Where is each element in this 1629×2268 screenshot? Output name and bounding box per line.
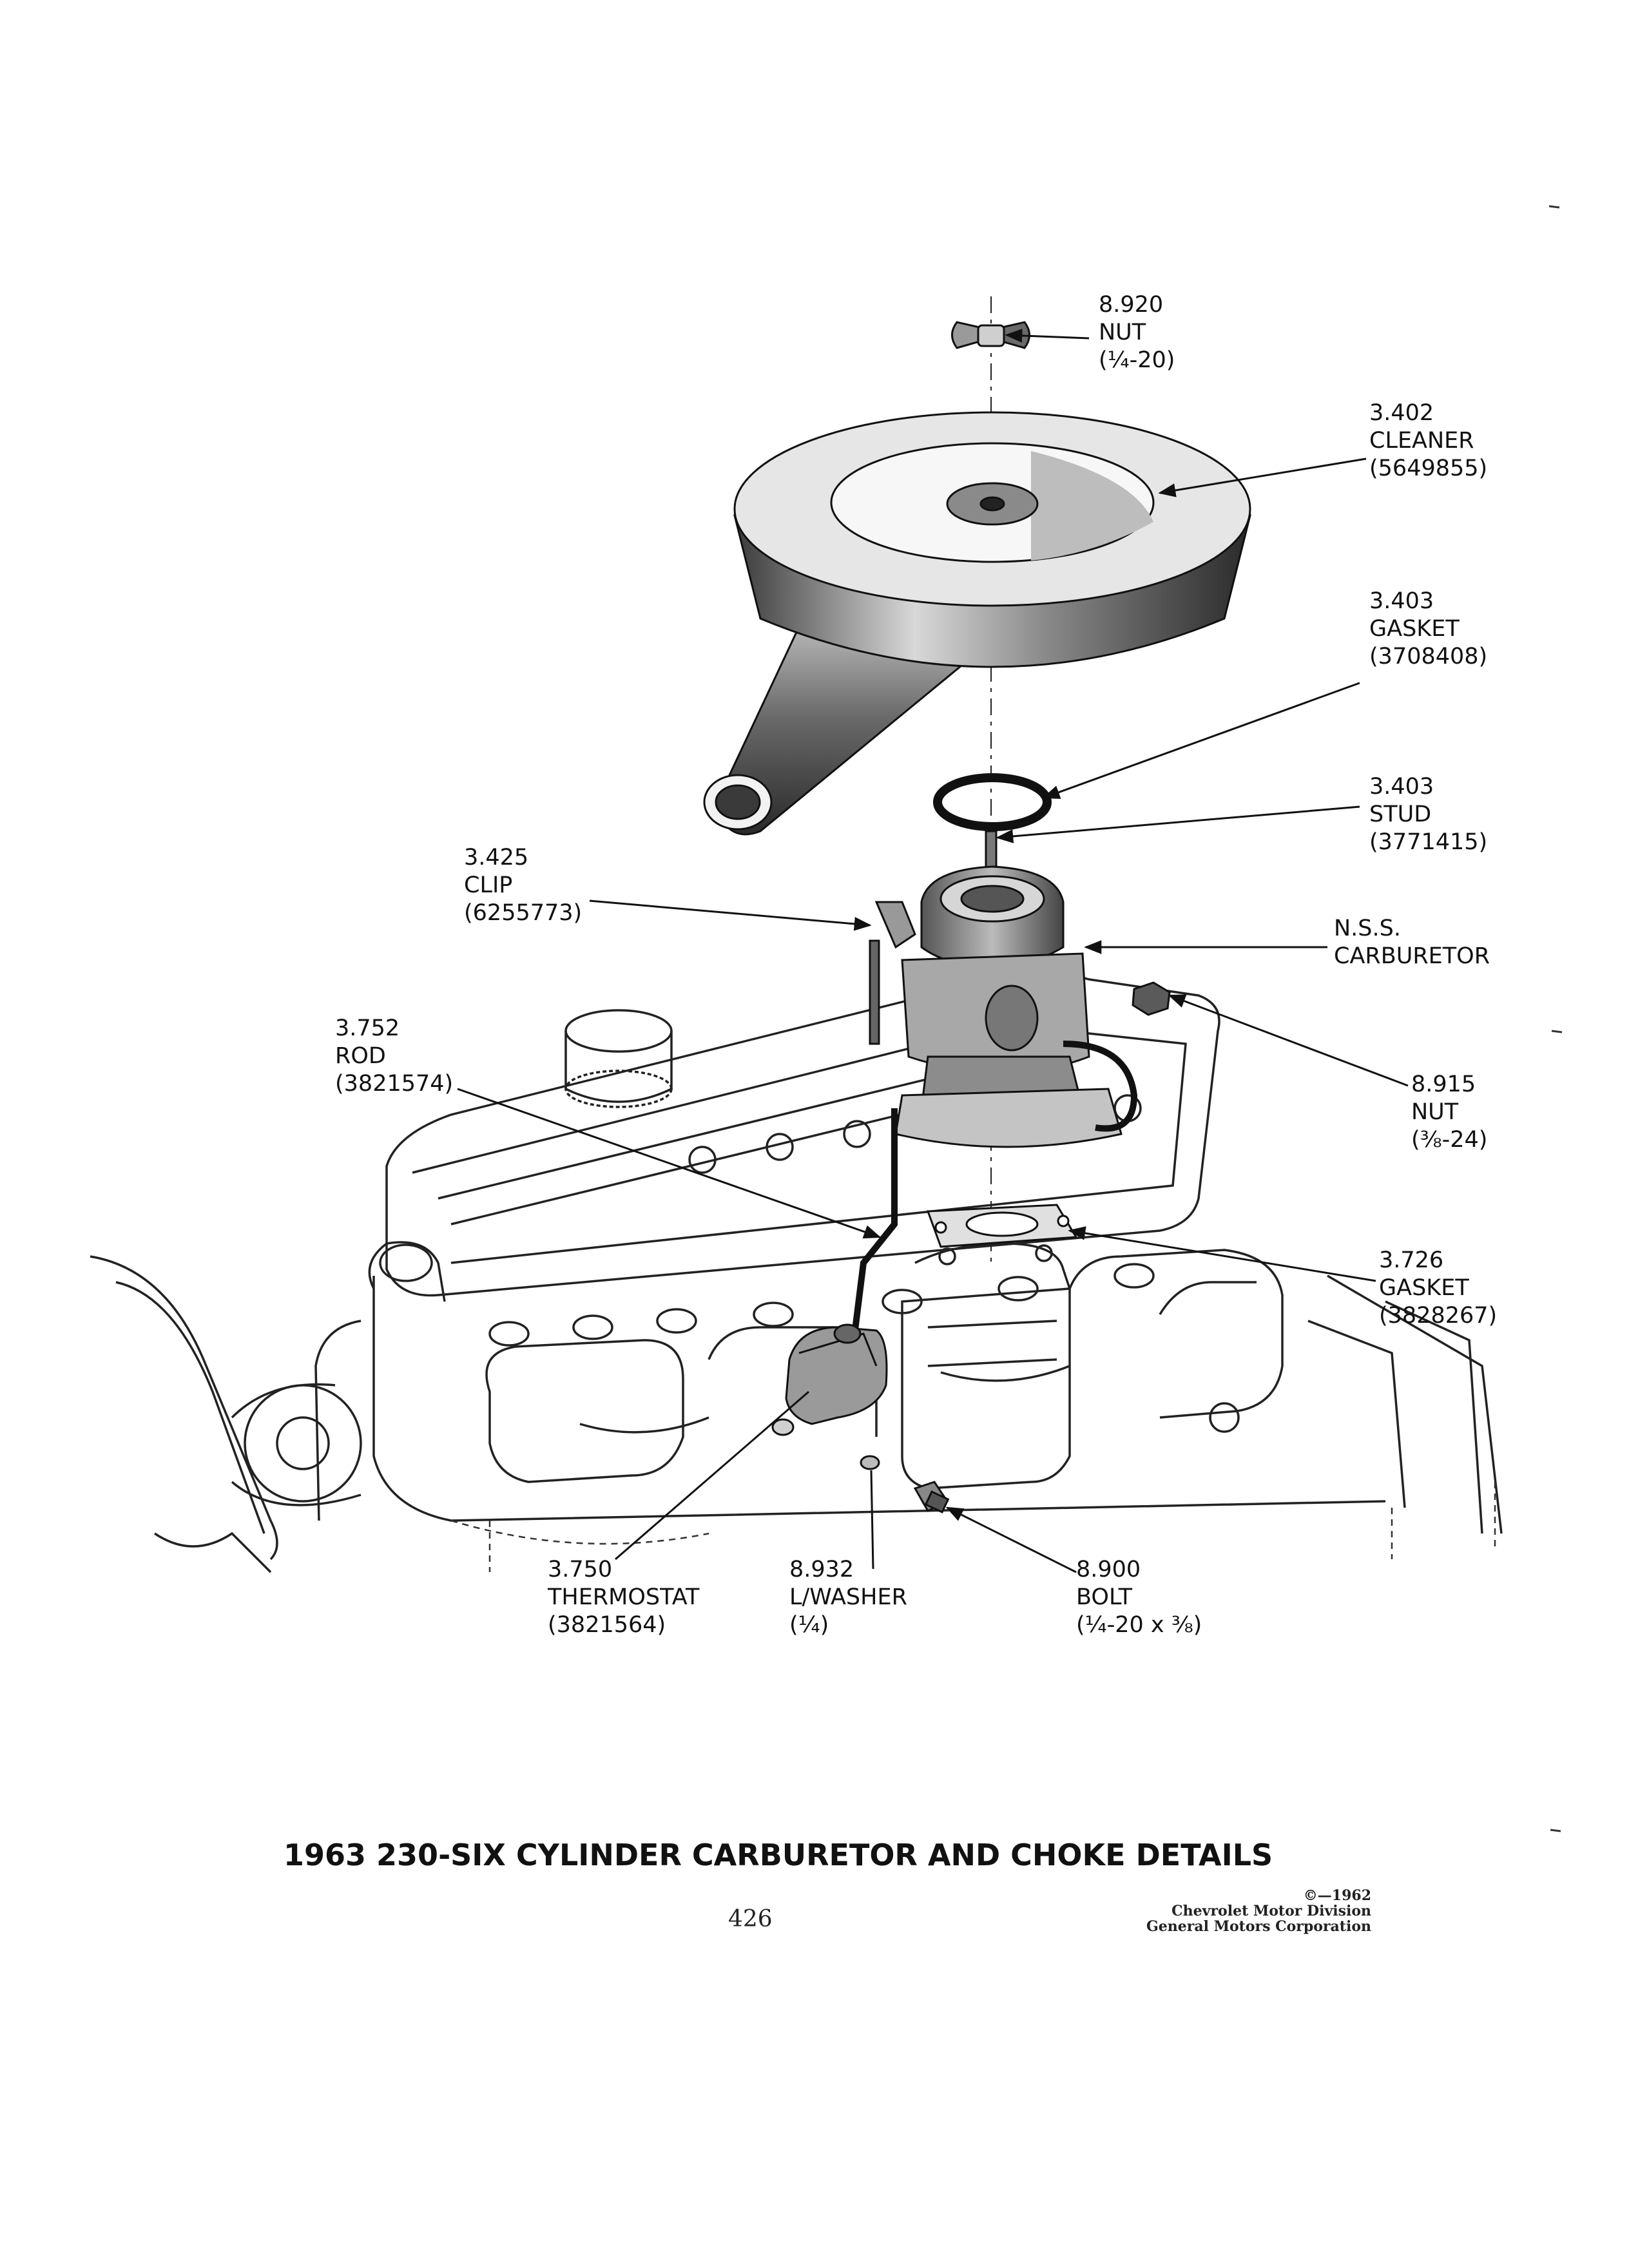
leader-bolt [945, 1506, 1077, 1573]
leader-gasket-lower [1068, 1226, 1376, 1282]
choke-rod-part [851, 1108, 898, 1341]
page-title: 1963 230-SIX CYLINDER CARBURETOR AND CHO… [284, 1838, 1273, 1872]
intake-manifold [901, 1242, 1071, 1490]
leader-lwasher [870, 1470, 874, 1570]
leader-rod [457, 1088, 882, 1239]
carburetor-part [869, 830, 1138, 1148]
air-cleaner-part [703, 411, 1251, 836]
oil-filler-cap [564, 1009, 673, 1108]
callout-carburetor: N.S.S.CARBURETOR [1334, 916, 1490, 969]
leader-nut-side [1168, 994, 1409, 1087]
margin-ticks [1548, 205, 1563, 1832]
page-number: 426 [728, 1906, 773, 1932]
bolt-part [913, 1481, 950, 1514]
leader-thermostat [615, 1390, 809, 1561]
leader-nut-top [1005, 329, 1090, 343]
leader-gasket-top [1042, 682, 1360, 799]
lock-washer-part [860, 1455, 880, 1470]
engine-block [90, 972, 1503, 1573]
air-cleaner-gasket-part [933, 773, 1052, 831]
leader-cleaner [1158, 457, 1367, 497]
spark-plug-bosses [488, 1263, 1155, 1347]
hex-nut-part [1132, 981, 1171, 1016]
choke-thermostat-part [771, 1323, 888, 1436]
fan-and-pulley [90, 1241, 446, 1573]
leader-stud [996, 805, 1360, 843]
leader-clip [589, 899, 872, 931]
carb-base-gasket-part [926, 1204, 1078, 1248]
leader-lines [457, 329, 1409, 1573]
hidden-lines [450, 1482, 1496, 1572]
